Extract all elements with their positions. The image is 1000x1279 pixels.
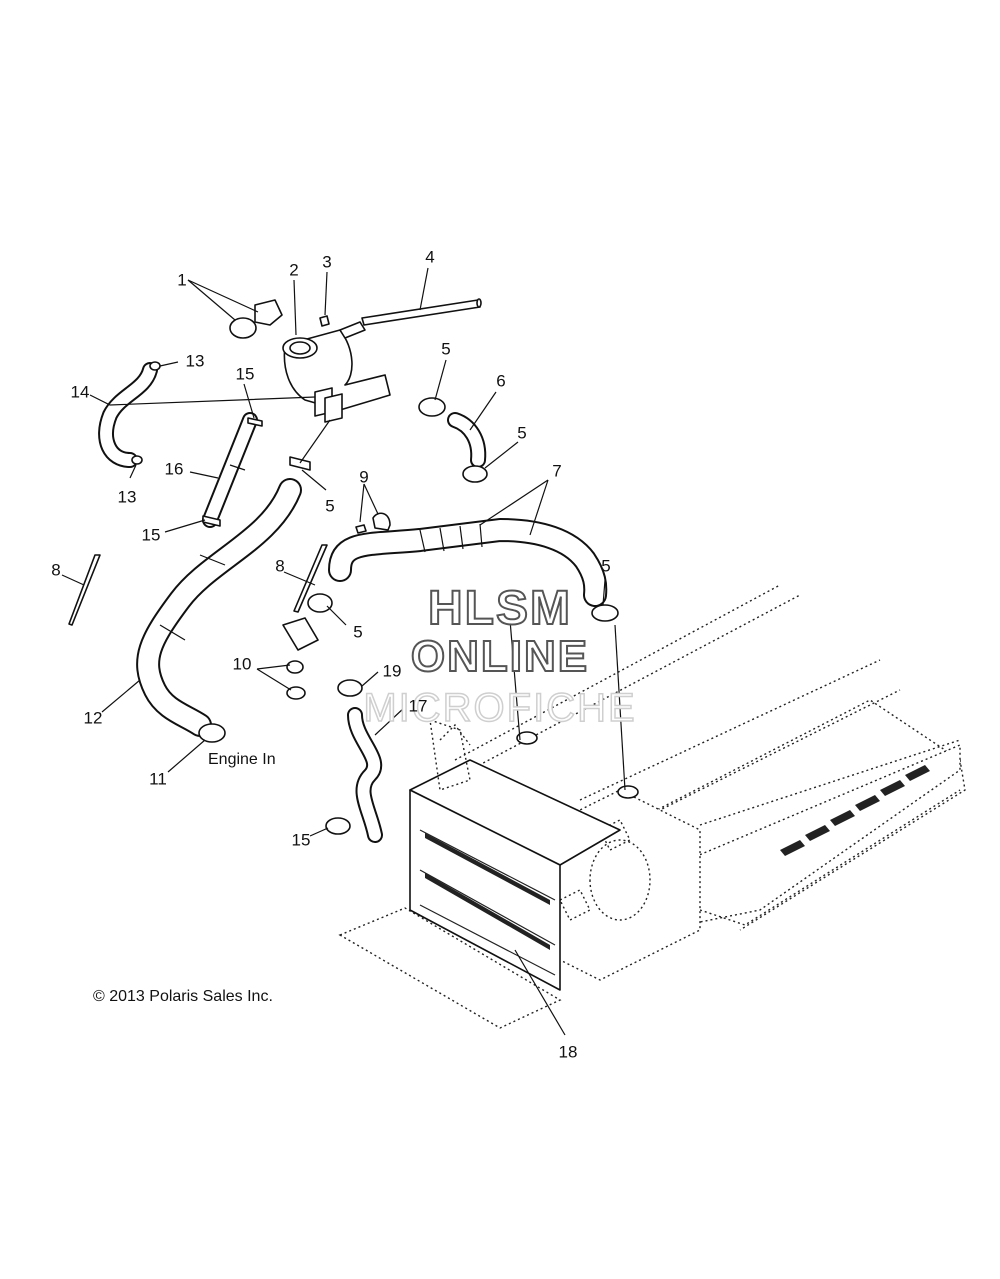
callout-15-mid: 15 xyxy=(141,525,161,545)
hose-16 xyxy=(202,412,258,528)
callout-2: 2 xyxy=(289,260,299,280)
callout-6: 6 xyxy=(496,371,506,391)
callout-14: 14 xyxy=(70,382,90,402)
copyright-text: © 2013 Polaris Sales Inc. xyxy=(93,988,273,1005)
callout-19: 19 xyxy=(382,661,402,681)
callout-11: 11 xyxy=(149,769,167,789)
callout-15-upper: 15 xyxy=(235,364,255,384)
callout-5-low: 5 xyxy=(353,622,363,642)
radiator-18 xyxy=(409,718,639,991)
callout-17: 17 xyxy=(408,696,428,716)
hose-17 xyxy=(347,707,383,843)
screw-3 xyxy=(319,315,330,327)
heat-exchanger-fins xyxy=(780,765,930,856)
callout-5-right: 5 xyxy=(601,556,611,576)
cable-ties-8 xyxy=(68,544,328,626)
tube-4 xyxy=(361,298,482,326)
hose-7 xyxy=(328,518,608,607)
callout-9: 9 xyxy=(359,467,369,487)
callout-16: 16 xyxy=(164,459,184,479)
surge-tank-2 xyxy=(282,321,391,423)
watermark-line-3: MICROFICHE xyxy=(363,686,637,730)
callout-7: 7 xyxy=(552,461,562,481)
callout-15-lower: 15 xyxy=(291,830,311,850)
callout-1: 1 xyxy=(177,270,187,290)
hose-12 xyxy=(136,478,302,737)
callout-8-left: 8 xyxy=(51,560,61,580)
hose-6 xyxy=(447,412,487,468)
callout-12: 12 xyxy=(83,708,103,728)
callout-5-mid: 5 xyxy=(325,496,335,516)
callout-13-upper: 13 xyxy=(185,351,205,371)
callout-8-right: 8 xyxy=(275,556,285,576)
callout-3: 3 xyxy=(322,252,332,272)
callout-5-elbow: 5 xyxy=(517,423,527,443)
engine-in-label: Engine In xyxy=(208,751,276,768)
leader-lines xyxy=(61,267,626,1036)
callout-5-upper: 5 xyxy=(441,339,451,359)
watermark-line-1: HLSM xyxy=(427,582,572,635)
callout-4: 4 xyxy=(425,247,435,267)
hose-14 xyxy=(98,362,158,468)
clamps xyxy=(198,397,619,835)
watermark-line-2: ONLINE xyxy=(410,632,590,681)
cap-1 xyxy=(229,299,283,339)
callout-10: 10 xyxy=(232,654,252,674)
clip-9 xyxy=(355,512,391,534)
thermostat-10 xyxy=(282,617,319,700)
callout-13-lower: 13 xyxy=(117,487,137,507)
callout-18: 18 xyxy=(558,1042,578,1062)
